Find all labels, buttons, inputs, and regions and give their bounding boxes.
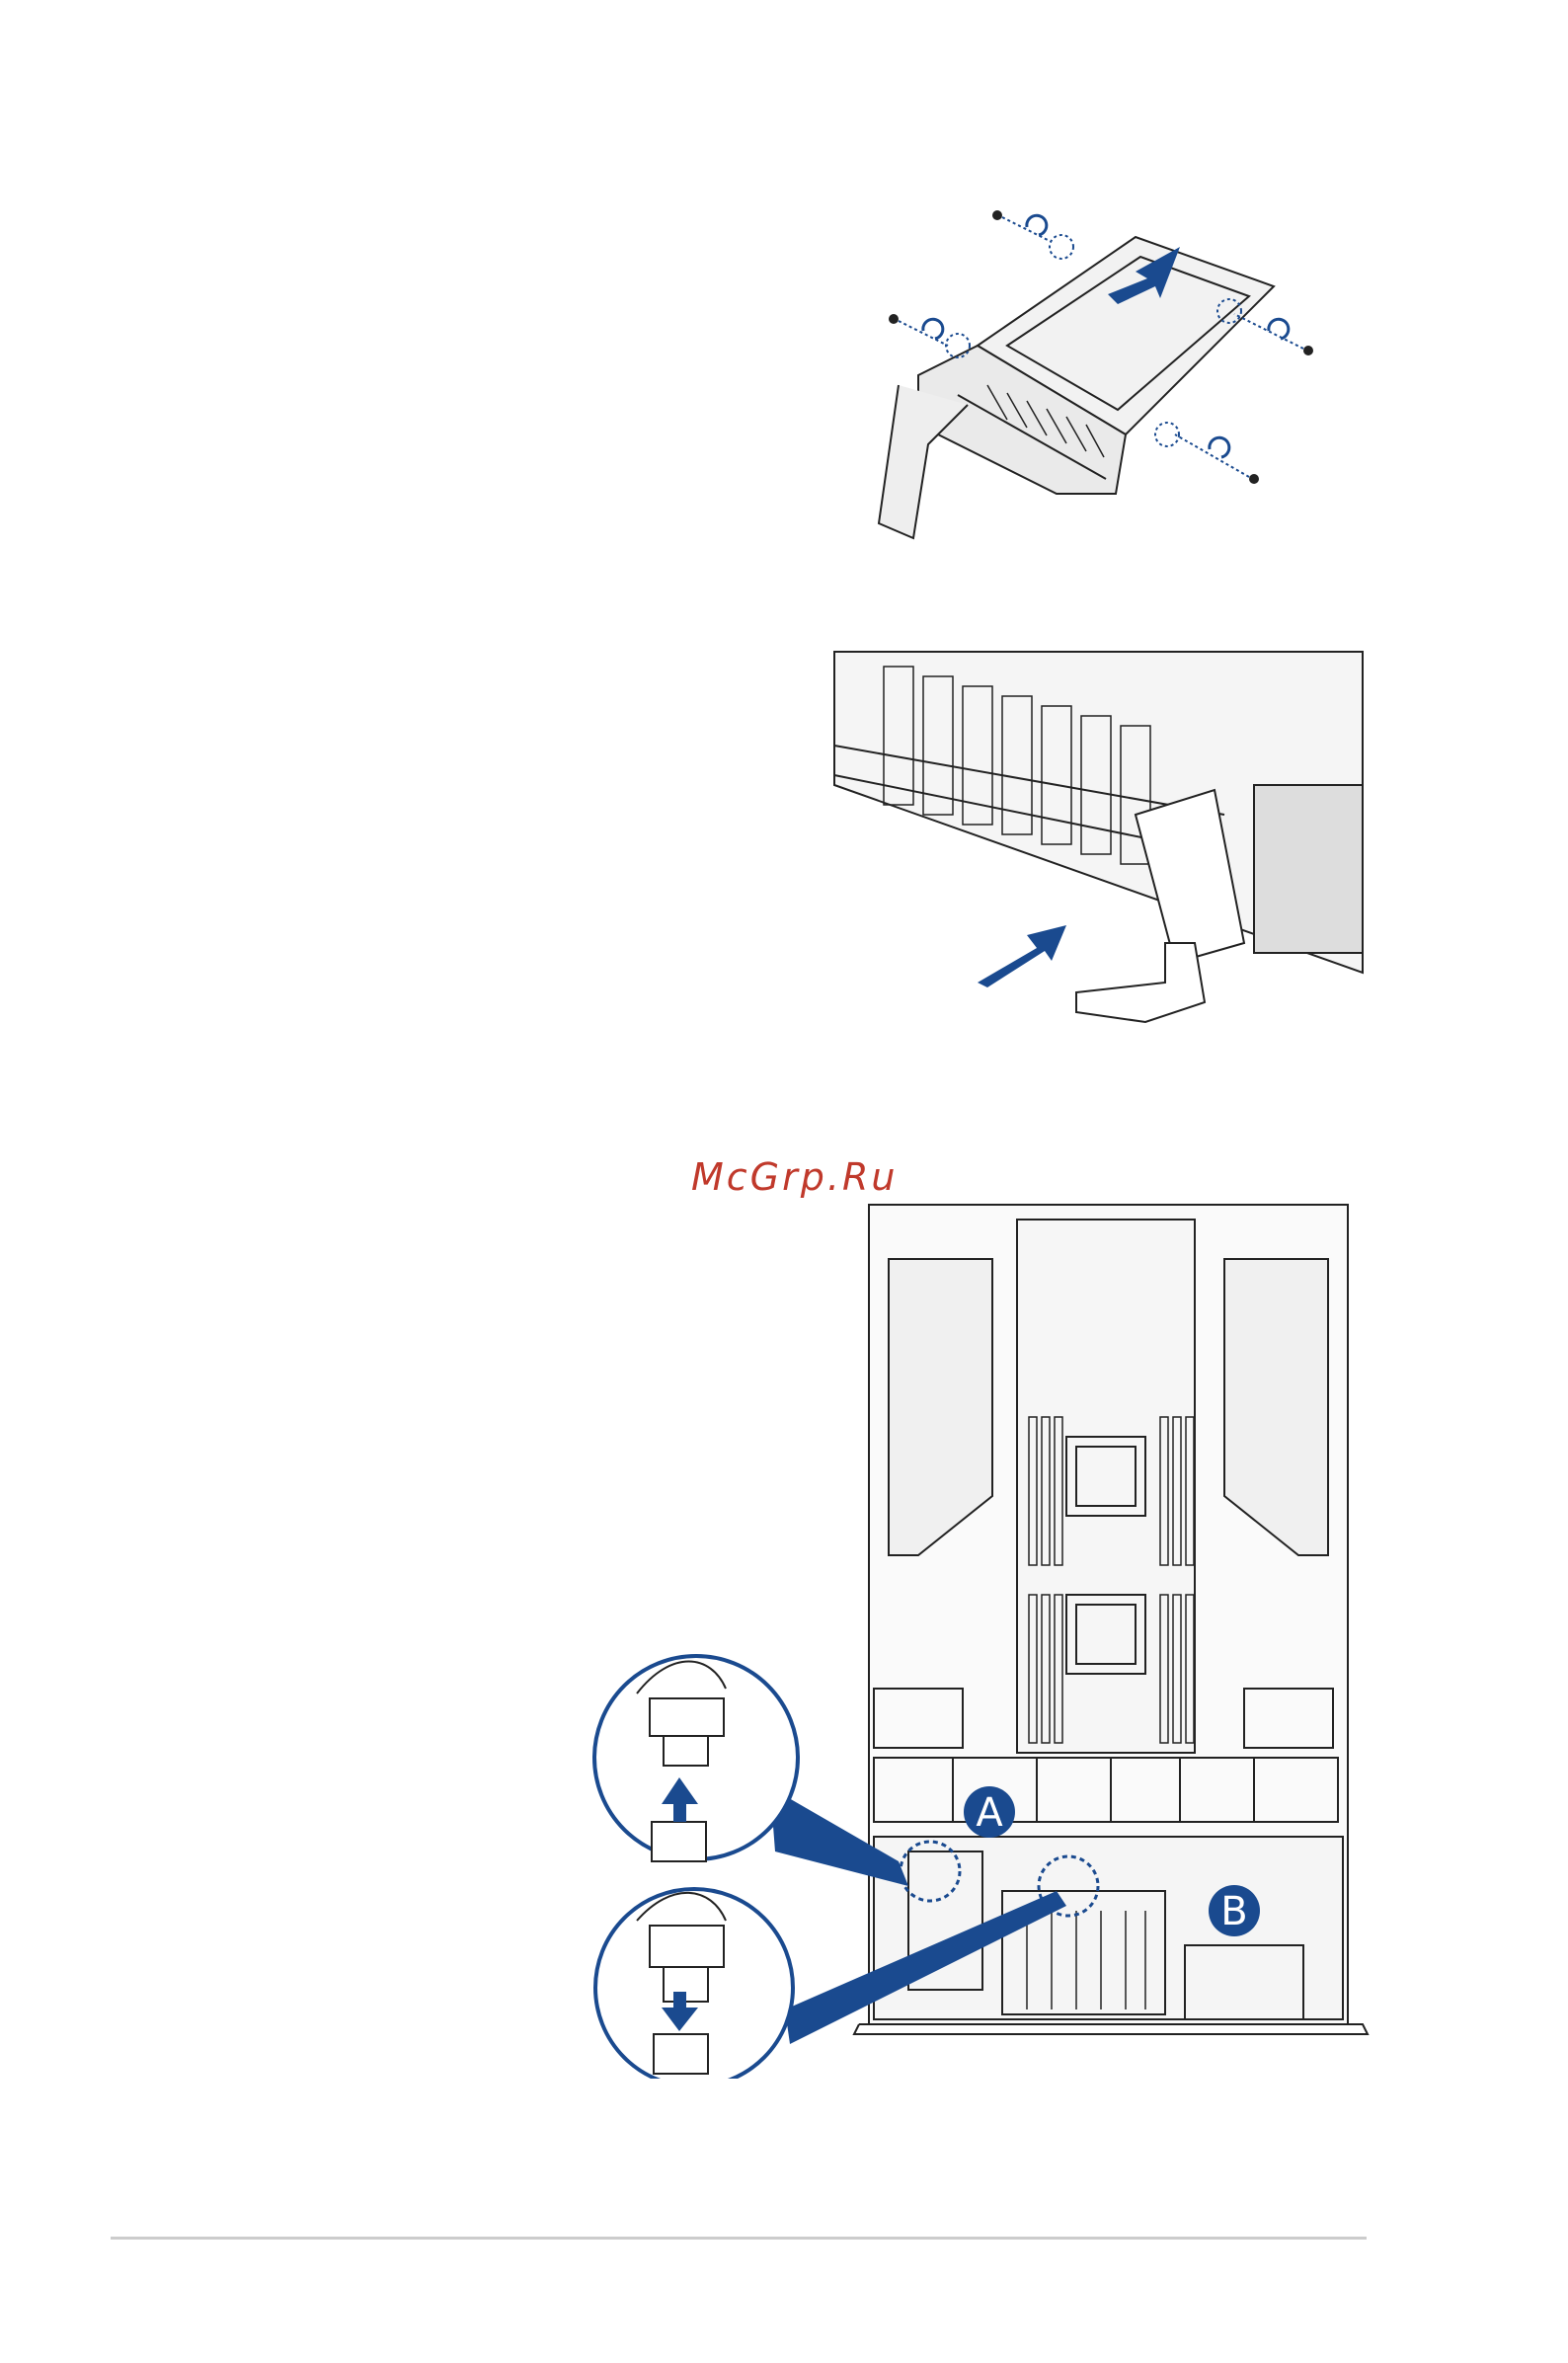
callout-a-label: A xyxy=(976,1790,1003,1836)
insert-arrow-icon xyxy=(978,925,1066,987)
footer-rule xyxy=(111,2237,1367,2240)
drive-tray-illustration xyxy=(859,197,1333,563)
drive-bay-illustration xyxy=(829,647,1372,1042)
callout-b: B xyxy=(1209,1885,1260,1936)
connector-detail-b xyxy=(595,1889,793,2079)
connector-detail-a xyxy=(594,1656,798,1861)
chassis-illustration: A B xyxy=(592,1141,1382,2079)
callout-a: A xyxy=(964,1786,1015,1838)
callout-b-label: B xyxy=(1220,1889,1247,1934)
